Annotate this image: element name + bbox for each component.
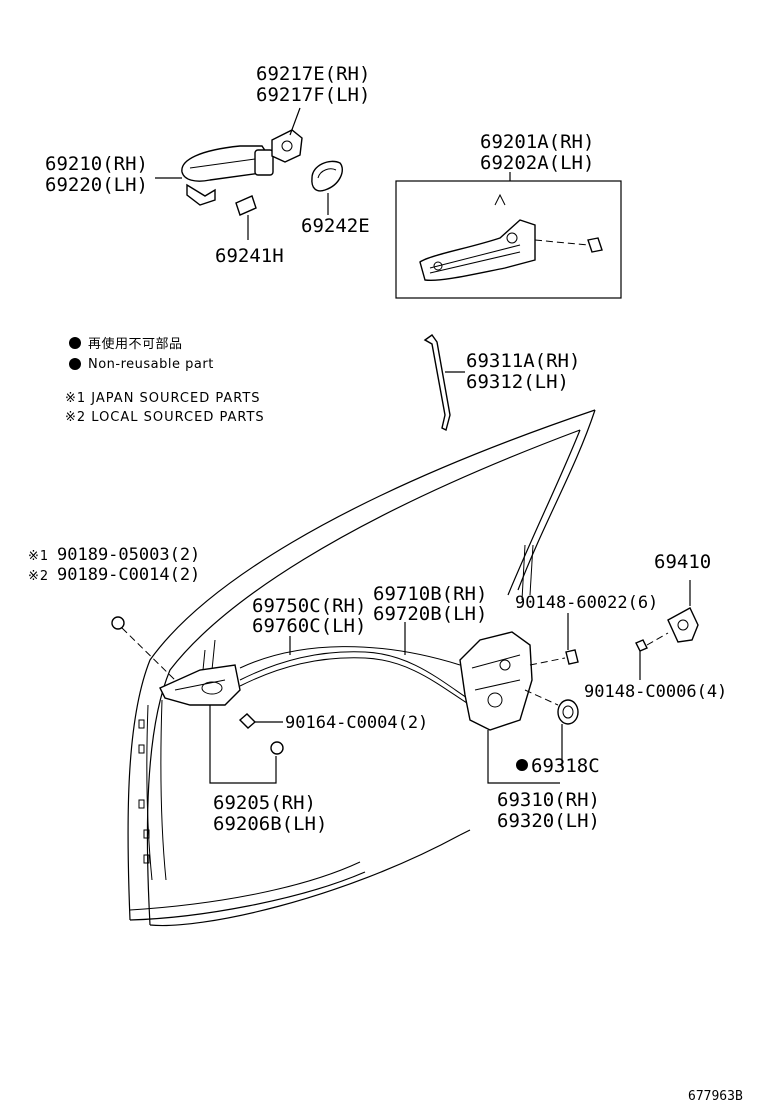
label-handle-cover-lh: 69217F(LH) bbox=[256, 84, 370, 106]
nonreusable-bullet bbox=[69, 337, 81, 349]
legend-note-japan: ※1 JAPAN SOURCED PARTS bbox=[65, 391, 261, 406]
label-outside-handle-rh: 69210(RH) bbox=[45, 153, 148, 175]
label-striker: 69410 bbox=[654, 551, 711, 573]
outside-handle-leaders bbox=[155, 107, 329, 240]
striker-drawing bbox=[635, 580, 699, 680]
label-bolt-japan: 90189-05003(2) bbox=[57, 545, 200, 565]
legend-note-local: ※2 LOCAL SOURCED PARTS bbox=[65, 410, 265, 425]
label-handle-pad-2: 69242E bbox=[301, 215, 370, 237]
label-lock-rod-lh: 69312(LH) bbox=[466, 371, 569, 393]
nonreusable-bullet bbox=[516, 759, 528, 771]
label-outside-handle-lh: 69220(LH) bbox=[45, 174, 148, 196]
label-screw-striker: 90148-C0006(4) bbox=[584, 682, 727, 702]
label-cable-lock-lh: 69720B(LH) bbox=[373, 603, 487, 625]
legend-nonreusable-jp: 再使用不可部品 bbox=[88, 336, 183, 352]
label-lock-rod-rh: 69311A(RH) bbox=[466, 350, 580, 372]
nonreusable-bullet bbox=[69, 358, 81, 370]
diagram-code: 677963B bbox=[688, 1089, 743, 1104]
label-door-lock-rh: 69310(RH) bbox=[497, 789, 600, 811]
door-frame-outline bbox=[127, 409, 596, 927]
label-frame-assy-lh: 69202A(LH) bbox=[480, 152, 594, 174]
outside-handle-drawing bbox=[181, 129, 343, 216]
label-cable-inside-rh: 69750C(RH) bbox=[252, 595, 366, 617]
cables bbox=[239, 622, 471, 706]
label-cable-inside-lh: 69760C(LH) bbox=[252, 615, 366, 637]
mark-japan: ※1 bbox=[28, 549, 49, 564]
label-handle-pad-1: 69241H bbox=[215, 245, 284, 267]
inside-handle-drawing bbox=[111, 616, 284, 784]
door-lock-drawing bbox=[459, 613, 579, 784]
lock-rod bbox=[423, 334, 465, 432]
legend-nonreusable-en: Non-reusable part bbox=[88, 357, 214, 372]
label-seal: 69318C bbox=[531, 755, 600, 777]
label-bolt-local: 90189-C0014(2) bbox=[57, 565, 200, 585]
label-inside-handle-lh: 69206B(LH) bbox=[213, 813, 327, 835]
label-cable-lock-rh: 69710B(RH) bbox=[373, 583, 487, 605]
label-screw-lock: 90148-60022(6) bbox=[515, 593, 658, 613]
label-frame-assy-rh: 69201A(RH) bbox=[480, 131, 594, 153]
label-inside-handle-rh: 69205(RH) bbox=[213, 792, 316, 814]
label-handle-cover-rh: 69217E(RH) bbox=[256, 63, 370, 85]
mark-local: ※2 bbox=[28, 569, 49, 584]
label-screw-handle: 90164-C0004(2) bbox=[285, 713, 428, 733]
label-door-lock-lh: 69320(LH) bbox=[497, 810, 600, 832]
frame-assy-box bbox=[395, 172, 622, 299]
